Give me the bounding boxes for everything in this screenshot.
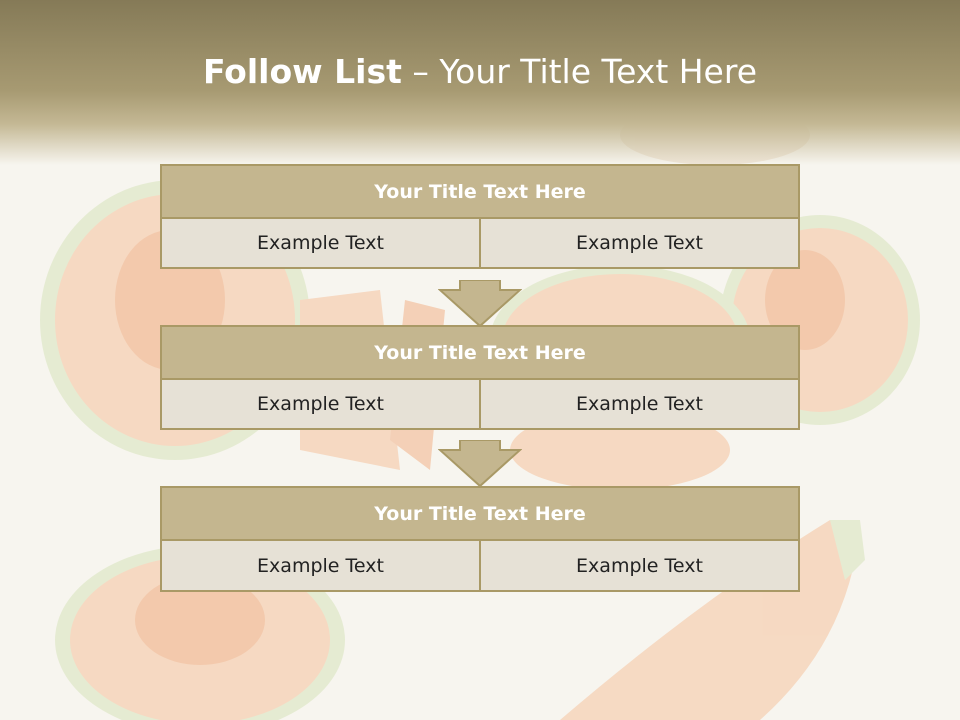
block-cell-right: Example Text [481,219,800,269]
block-cell-left: Example Text [160,219,481,269]
block-cell-right: Example Text [481,380,800,430]
block-cell-left: Example Text [160,380,481,430]
block-title: Your Title Text Here [160,164,800,219]
down-arrow-icon [438,440,522,488]
block-title: Your Title Text Here [160,486,800,541]
follow-block-3: Your Title Text Here Example Text Exampl… [160,486,800,592]
slide-title-bold: Follow List [202,52,402,91]
down-arrow-icon [438,280,522,328]
block-cell-right: Example Text [481,541,800,592]
slide-title-subtitle: – Your Title Text Here [412,52,758,91]
block-title: Your Title Text Here [160,325,800,380]
block-row: Example Text Example Text [160,219,800,269]
block-row: Example Text Example Text [160,541,800,592]
follow-block-1: Your Title Text Here Example Text Exampl… [160,164,800,269]
block-row: Example Text Example Text [160,380,800,430]
block-cell-left: Example Text [160,541,481,592]
slide-title: Follow List – Your Title Text Here [0,52,960,91]
follow-block-2: Your Title Text Here Example Text Exampl… [160,325,800,430]
title-banner [0,0,960,165]
